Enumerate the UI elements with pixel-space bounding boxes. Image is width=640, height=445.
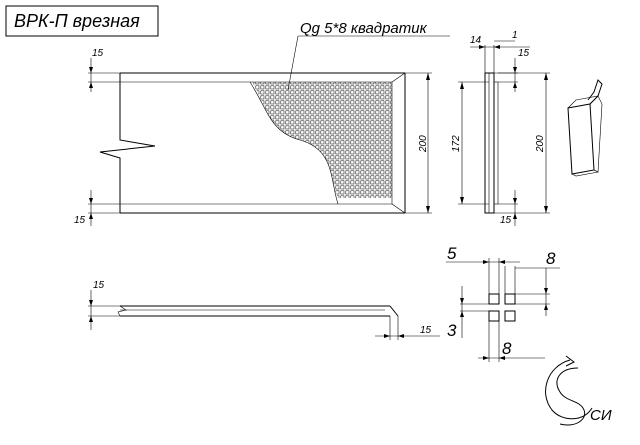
dim-side-bottom: 15 <box>500 215 512 226</box>
dim-side-1: 1 <box>512 30 518 41</box>
dim-side-14: 14 <box>470 35 482 46</box>
dim-front-top: 15 <box>92 48 104 59</box>
front-view: Qg 5*8 квадратик 15 15 200 <box>74 20 450 226</box>
dim-front-bottom: 15 <box>74 215 86 226</box>
title-text: ВРК-П врезная <box>14 11 140 31</box>
dim-side-15: 15 <box>518 48 530 59</box>
title-frame <box>5 5 159 37</box>
title-block: ВРК-П врезная <box>5 5 159 37</box>
dim-plan-left: 15 <box>93 280 105 291</box>
perforation-grid <box>250 82 392 198</box>
company-logo: СИ <box>545 355 612 426</box>
perforation-boundary <box>249 81 339 205</box>
side-view: 14 1 15 172 200 15 <box>451 30 550 226</box>
dim-hole-8-bottom: 8 <box>502 339 512 358</box>
dim-hole-5: 5 <box>447 244 457 263</box>
logo-text: СИ <box>590 407 612 424</box>
dim-hole-3: 3 <box>447 321 457 340</box>
dim-hole-8-top: 8 <box>546 249 556 268</box>
hole-detail: 5 8 3 8 <box>446 244 560 362</box>
break-line <box>99 73 156 213</box>
dim-side-200: 200 <box>535 135 546 153</box>
dim-side-172: 172 <box>451 135 462 152</box>
iso-sketch <box>567 79 603 177</box>
perforation-label: Qg 5*8 квадратик <box>300 20 428 37</box>
dim-plan-right: 15 <box>420 325 432 336</box>
plan-view: 15 15 <box>88 280 440 340</box>
dim-front-height: 200 <box>418 135 429 153</box>
